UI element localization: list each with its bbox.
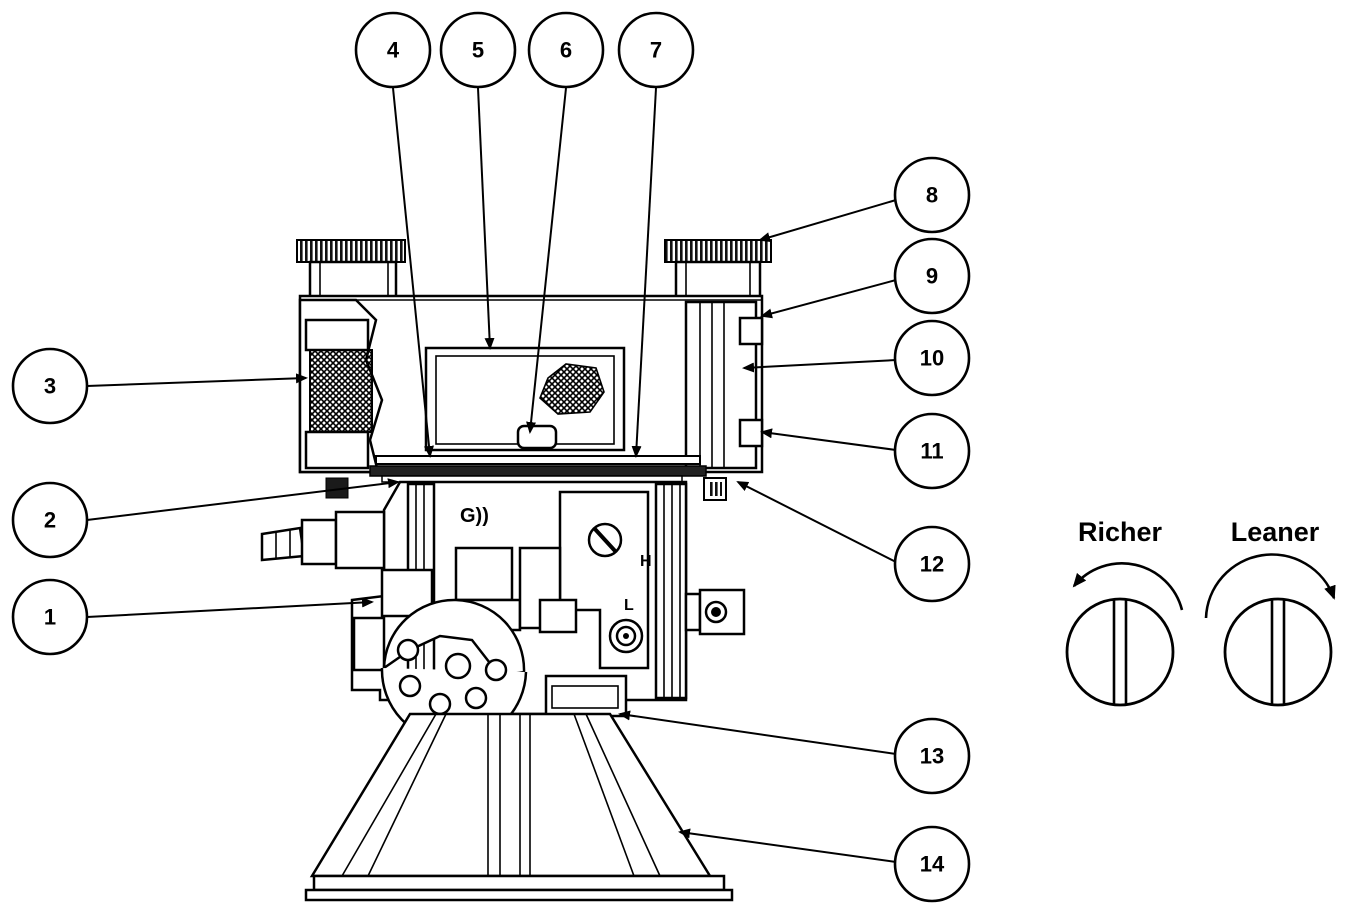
leader-12 [736, 481, 897, 563]
body-marking: G)) [460, 505, 489, 527]
leader-10 [742, 359, 897, 373]
leader-11 [760, 428, 897, 451]
body-marking-h: H [640, 553, 652, 570]
callout-2-label: 2 [44, 508, 56, 533]
callout-12: 12 [893, 525, 971, 603]
callout-7: 7 [617, 11, 695, 89]
callout-6-label: 6 [560, 38, 572, 63]
callout-1-label: 1 [44, 605, 56, 630]
callout-9-label: 9 [926, 264, 938, 289]
callout-3: 3 [11, 347, 89, 425]
callout-2: 2 [11, 481, 89, 559]
leader-9 [760, 279, 897, 319]
right-knob [664, 239, 772, 302]
callout-6: 6 [527, 11, 605, 89]
callout-7-label: 7 [650, 38, 662, 63]
callout-10-label: 10 [920, 346, 944, 371]
leaner-screw-icon [1223, 597, 1333, 707]
callout-14-label: 14 [920, 852, 945, 877]
leader-lines [86, 87, 897, 863]
body-marking-l: L [624, 597, 634, 614]
counterclockwise-arrow-icon [1072, 562, 1184, 611]
callout-12-label: 12 [920, 552, 944, 577]
leader-13 [618, 710, 897, 755]
leader-7 [631, 87, 657, 458]
leader-1 [86, 597, 374, 618]
left-knob [296, 239, 406, 302]
callout-4: 4 [354, 11, 432, 89]
callout-14: 14 [893, 825, 971, 903]
richer-screw-icon [1065, 597, 1175, 707]
stand [304, 712, 734, 902]
carburetor-body: G)) H L [260, 239, 772, 744]
callout-5-label: 5 [472, 38, 484, 63]
leader-2 [86, 478, 400, 521]
leader-8 [758, 199, 897, 242]
leader-4 [392, 87, 434, 458]
callout-11: 11 [893, 412, 971, 490]
callout-5: 5 [439, 11, 517, 89]
richer-indicator: Richer [1065, 517, 1184, 707]
callout-9: 9 [893, 237, 971, 315]
clockwise-arrow-icon [1204, 553, 1336, 619]
callout-8: 8 [893, 156, 971, 234]
richer-label: Richer [1078, 517, 1163, 547]
callout-3-label: 3 [44, 374, 56, 399]
callout-10: 10 [893, 319, 971, 397]
leaner-indicator: Leaner [1204, 517, 1336, 707]
callout-13-label: 13 [920, 744, 944, 769]
leader-5 [477, 87, 495, 350]
leader-3 [86, 373, 308, 387]
leaner-label: Leaner [1231, 517, 1320, 547]
leader-14 [678, 828, 897, 863]
callout-13: 13 [893, 717, 971, 795]
leader-6 [526, 87, 567, 434]
callout-1: 1 [11, 578, 89, 656]
callout-4-label: 4 [387, 38, 400, 63]
callout-11-label: 11 [920, 439, 943, 464]
callout-8-label: 8 [926, 183, 938, 208]
